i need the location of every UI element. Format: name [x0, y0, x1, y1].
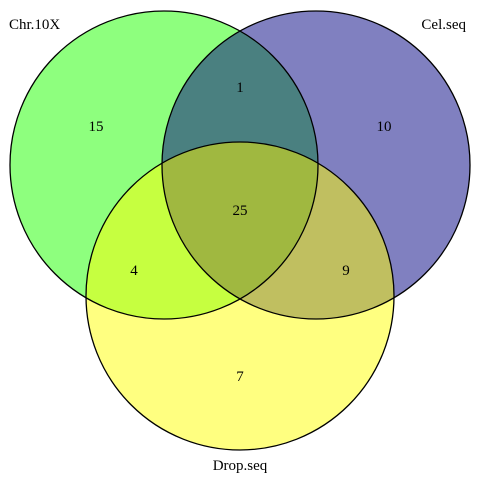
- set-b-outline: [161, 10, 471, 320]
- set-a-label: Chr.10X: [9, 17, 60, 33]
- set-c-label: Drop.seq: [213, 458, 268, 474]
- count-chr-drop: 4: [130, 263, 138, 279]
- set-b-label: Cel.seq: [421, 17, 466, 33]
- count-drop-only: 7: [236, 369, 244, 385]
- count-chr-only: 15: [89, 119, 104, 135]
- set-c-outline: [85, 141, 395, 451]
- count-chr-cel: 1: [236, 80, 244, 96]
- count-cel-only: 10: [377, 119, 392, 135]
- count-all: 25: [233, 203, 248, 219]
- count-cel-drop: 9: [342, 263, 350, 279]
- set-a-outline: [9, 10, 319, 320]
